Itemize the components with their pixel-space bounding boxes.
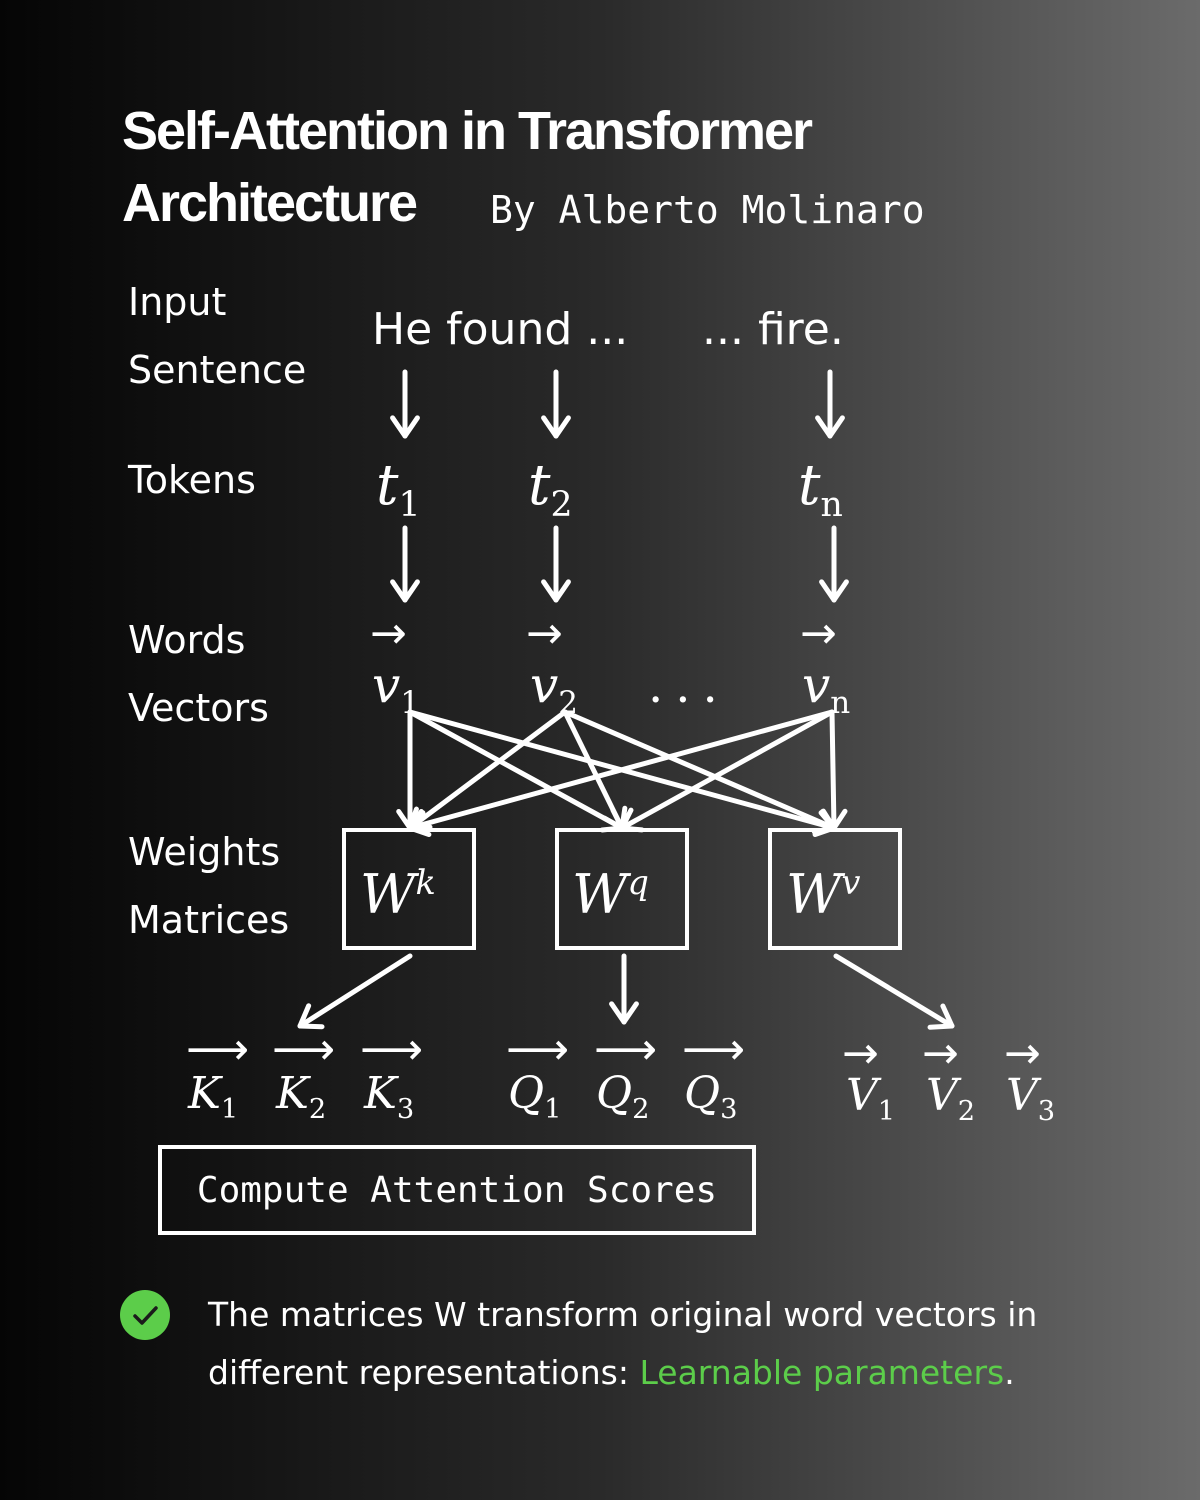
arrow-v2-to-wk xyxy=(407,709,568,831)
weight-box-key xyxy=(342,828,476,950)
row-label-word-vectors: Words Vectors xyxy=(128,618,269,731)
output-k3: K3 xyxy=(364,1068,415,1125)
arrow-t2-to-v2 xyxy=(541,525,571,603)
learnable-parameters-highlight: Learnable parameters xyxy=(639,1353,1005,1392)
vector-arrow-v2: → xyxy=(526,608,563,659)
vector-v1: v1 xyxy=(372,656,420,721)
vector-v2: v2 xyxy=(530,656,578,721)
explanation-note: The matrices W transform original word v… xyxy=(208,1295,1038,1392)
check-icon xyxy=(120,1290,170,1340)
output-v2: V2 xyxy=(926,1070,976,1127)
arrow-wk-to-keys xyxy=(297,953,413,1030)
vector-ellipsis: ... xyxy=(648,658,730,714)
arrow-wordn-to-tn xyxy=(815,369,845,439)
row-label-input-sentence: Input Sentence xyxy=(128,280,307,393)
weight-box-value xyxy=(768,828,902,950)
vector-arrow-vn: → xyxy=(800,608,837,659)
arrow-word1-to-t1 xyxy=(390,369,420,439)
token-t1: t1 xyxy=(376,453,421,526)
output-arrow-k1: ⟶ xyxy=(186,1024,250,1075)
author-byline: By Alberto Molinaro xyxy=(490,188,925,232)
weight-wv: Wv xyxy=(786,863,861,926)
output-arrow-v3: → xyxy=(1004,1028,1041,1079)
vector-arrow-v1: → xyxy=(370,608,407,659)
output-v1: V1 xyxy=(846,1070,896,1127)
vector-vn: vn xyxy=(802,656,851,721)
output-v3: V3 xyxy=(1006,1070,1056,1127)
output-q1: Q1 xyxy=(508,1068,562,1125)
output-q3: Q3 xyxy=(684,1068,738,1125)
weight-box-query xyxy=(555,828,689,950)
sentence-start: He found ... xyxy=(372,304,629,355)
output-arrow-q1: ⟶ xyxy=(506,1024,570,1075)
output-arrow-k2: ⟶ xyxy=(272,1024,336,1075)
arrow-wv-to-values xyxy=(833,953,955,1030)
arrow-t1-to-v1 xyxy=(390,525,420,603)
arrow-v1-to-wq xyxy=(407,709,625,833)
arrow-wq-to-queries xyxy=(609,953,639,1025)
arrow-word2-to-t2 xyxy=(541,369,571,439)
token-t2: t2 xyxy=(528,453,573,526)
weight-wq: Wq xyxy=(572,863,649,926)
output-arrow-q3: ⟶ xyxy=(682,1024,746,1075)
weight-wk: Wk xyxy=(360,863,436,926)
token-tn: tn xyxy=(798,453,843,526)
output-arrow-v1: → xyxy=(842,1028,879,1079)
output-arrow-v2: → xyxy=(922,1028,959,1079)
page-title-line-1: Self-Attention in Transformer xyxy=(122,101,813,161)
row-label-weight-matrices: Weights Matrices xyxy=(128,830,290,943)
row-label-tokens: Tokens xyxy=(128,458,256,502)
compute-attention-scores-box: Compute Attention Scores xyxy=(158,1145,756,1235)
output-arrow-k3: ⟶ xyxy=(360,1024,424,1075)
output-arrow-q2: ⟶ xyxy=(594,1024,658,1075)
page-title-line-2: Architecture xyxy=(122,173,418,233)
output-k1: K1 xyxy=(188,1068,239,1125)
arrow-tn-to-vn xyxy=(819,525,849,603)
output-k2: K2 xyxy=(276,1068,327,1125)
sentence-end: ... fire. xyxy=(702,304,844,355)
output-q2: Q2 xyxy=(596,1068,650,1125)
